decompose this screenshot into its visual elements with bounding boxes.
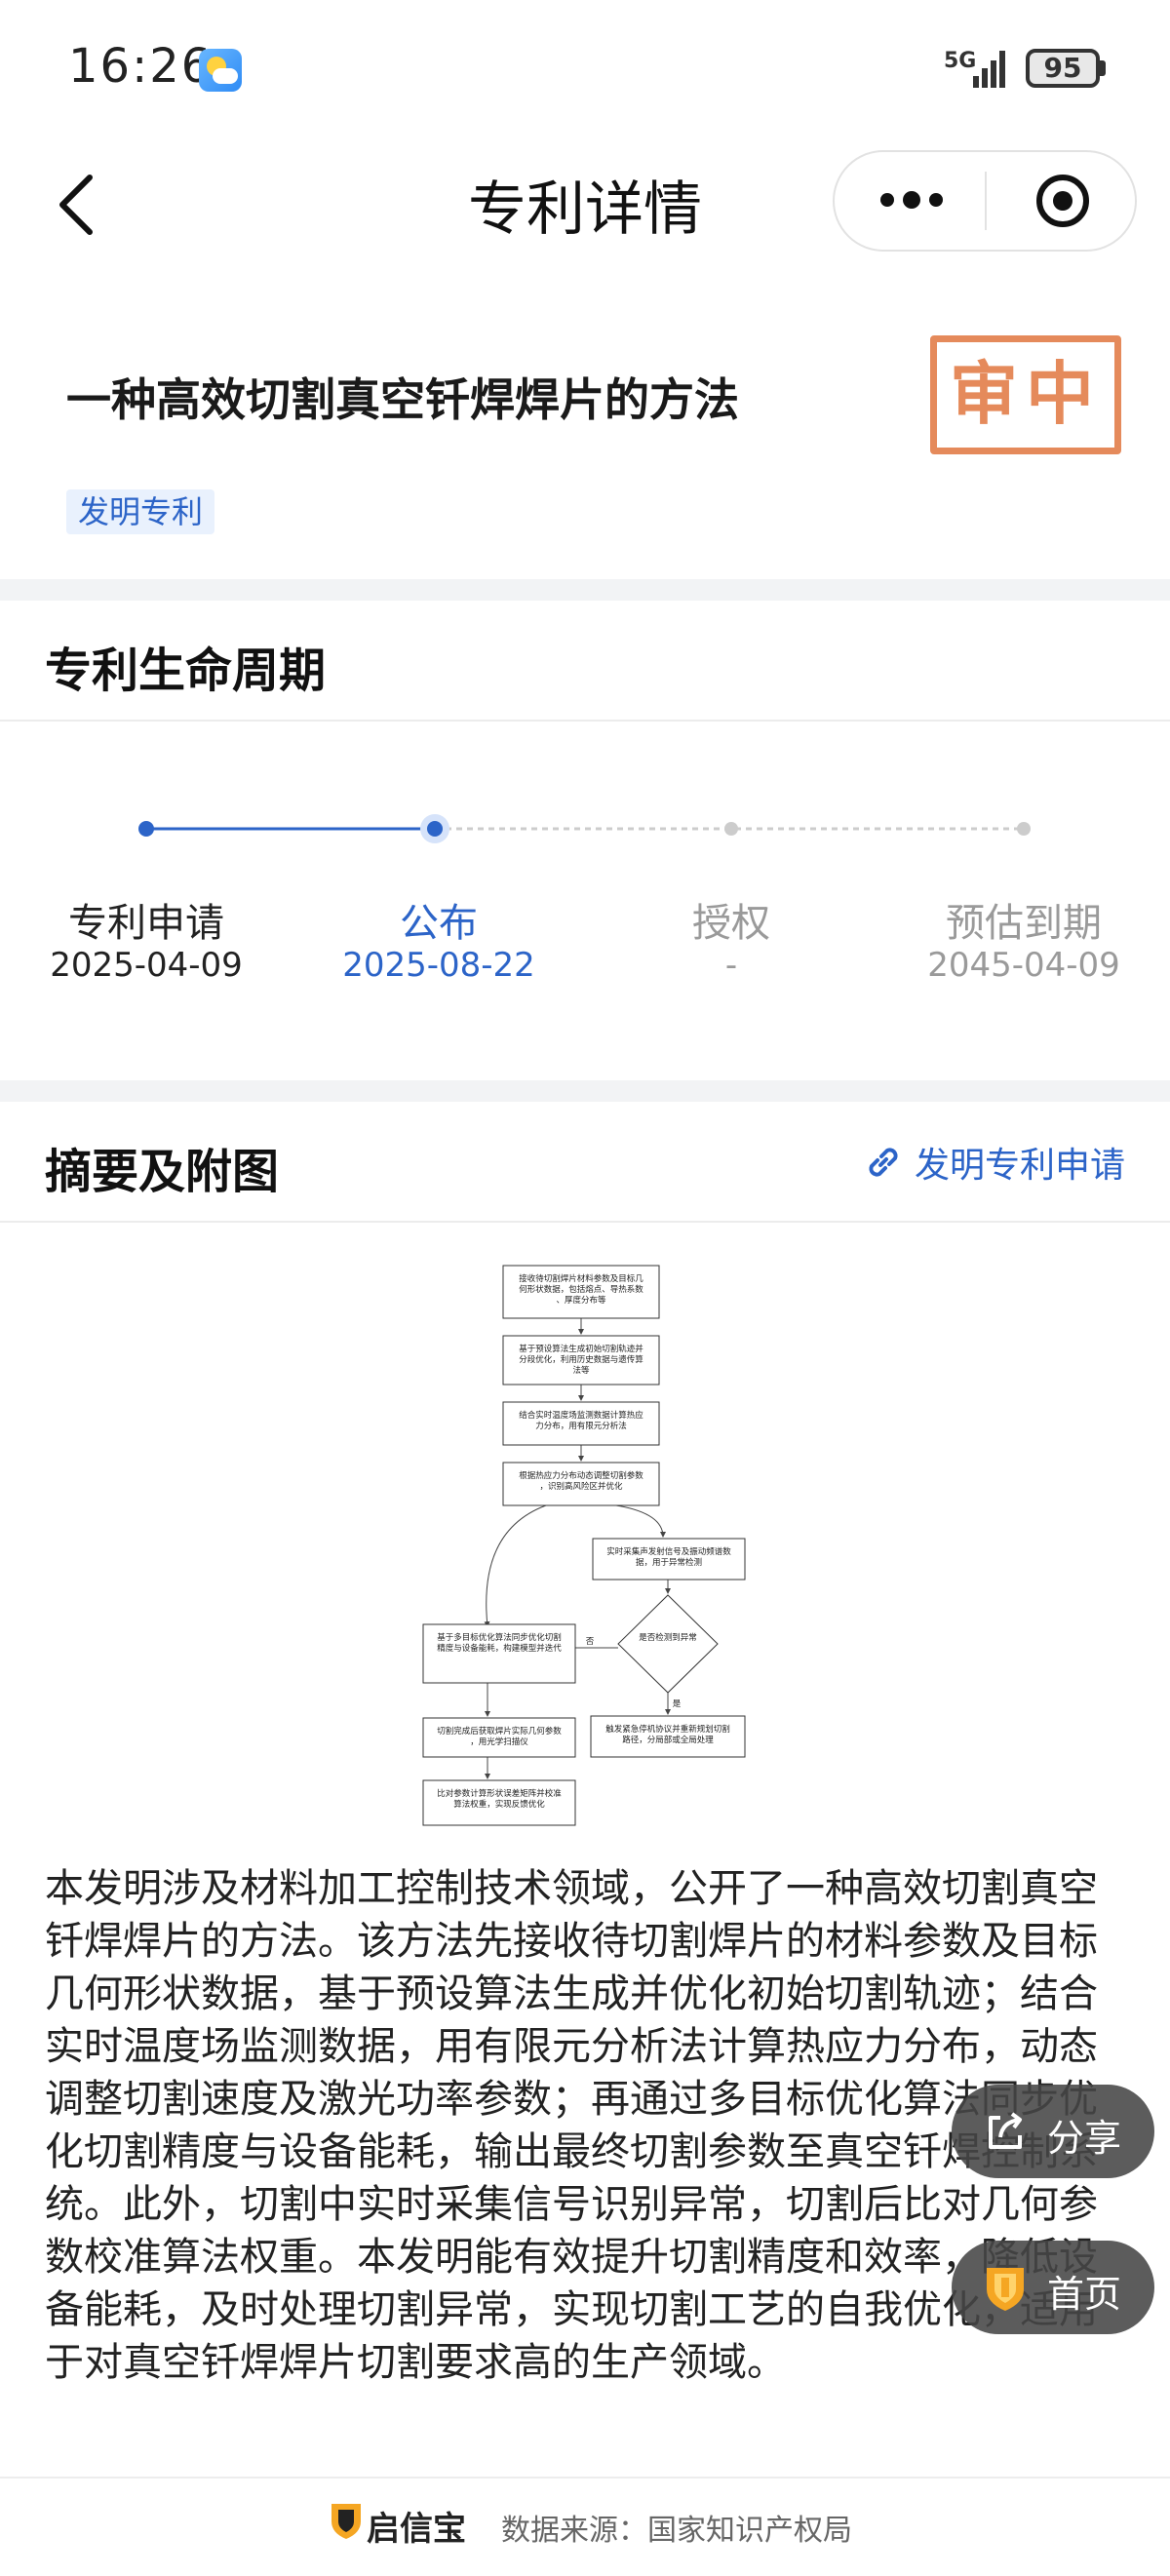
stage-label-expiry: 预估到期 [946,901,1102,946]
flowchart-step-text: 实时采集声发射信号及振动频谱数据，用于异常检测 [606,1546,731,1568]
flowchart-step [502,1462,660,1506]
flowchart-step-text: 接收待切割焊片材料参数及目标几何形状数据，包括熔点、导热系数、厚度分布等 [519,1273,644,1306]
flowchart-branch-yes: 是 [673,1699,682,1709]
flowchart-text-line: 据，用于异常检测 [636,1557,702,1568]
flowchart-text-line: 法等 [572,1365,590,1376]
flowchart-decision [617,1594,719,1694]
flowchart-step [592,1538,746,1581]
share-button[interactable]: 分享 [952,2085,1154,2178]
abstract-text: 本发明涉及材料加工控制技术领域，公开了一种高效切割真空钎焊焊片的方法。该方法先接… [45,1866,1098,2385]
brand-logo-icon [332,2504,361,2539]
signal-icon [971,49,1010,88]
share-icon [989,2112,1022,2149]
target-icon [1036,175,1089,227]
abstract-title: 摘要及附图 [45,1145,280,1199]
lifecycle-track [138,814,1031,843]
stage-label-publish: 公布 [400,901,478,946]
flowchart-step [502,1401,660,1446]
flowchart-text-line: 精度与设备能耗，构建模型并迭代 [437,1643,562,1654]
battery-tip [1100,60,1106,76]
flowchart-text-line: 算法权重，实现反馈优化 [453,1799,545,1810]
flowchart-text-line: ，用光学扫描仪 [470,1737,528,1747]
flowchart-step-text: 比对参数计算形状误差矩阵并校准算法权重，实现反馈优化 [437,1788,562,1810]
flowchart-text-line: ，识别高风险区并优化 [539,1481,623,1492]
stage-date-publish: 2025-08-22 [342,946,535,985]
flowchart-step [422,1717,576,1758]
link-icon [869,1148,898,1177]
lifecycle-title: 专利生命周期 [45,644,327,698]
more-button[interactable] [878,185,946,215]
more-dots-icon [880,191,943,209]
flowchart-decision-text: 是否检测到异常 [639,1632,697,1643]
flowchart-connectors [484,1318,671,1779]
flowchart-step-text: 切割完成后获取焊片实际几何参数，用光学扫描仪 [437,1726,562,1747]
patent-type-tag: 发明专利 [66,489,215,534]
nav-title: 专利详情 [468,176,702,244]
flowchart-text-line: 力分布，用有限元分析法 [535,1421,627,1431]
section-gap [0,579,1170,601]
close-miniprogram-button[interactable] [1035,174,1090,228]
lifecycle-dot-0 [138,821,154,837]
lifecycle-dot-3 [1017,822,1031,836]
share-label: 分享 [1047,2117,1122,2160]
flowchart-step [422,1779,576,1826]
home-button[interactable]: 首页 [952,2241,1154,2334]
home-label: 首页 [1047,2273,1122,2316]
status-stamp: 审中 [930,335,1121,454]
capsule-separator [985,172,987,230]
flowchart-text-line: 路径，分局部或全局处理 [622,1735,714,1745]
lifecycle-dot-2 [724,822,738,836]
flowchart-step-text: 触发紧急停机协议并重新规划切割路径，分局部或全局处理 [605,1724,730,1745]
stage-date-apply: 2025-04-09 [50,946,243,985]
footer [0,2477,1170,2576]
flowchart-step [502,1265,660,1319]
status-time: 16:26 [68,39,214,94]
stage-date-expiry: 2045-04-09 [927,946,1120,985]
shield-icon [987,2268,1024,2311]
flowchart-step-text: 根据热应力分布动态调整切割参数，识别高风险区并优化 [519,1470,644,1492]
stage-label-grant: 授权 [692,901,770,946]
section-gap [0,1080,1170,1102]
stage-label-apply: 专利申请 [68,901,224,946]
flowchart-step-text: 基于多目标优化算法同步优化切割精度与设备能耗，构建模型并迭代 [437,1632,562,1654]
link-label: 发明专利申请 [915,1146,1126,1186]
abstract-flowchart: 接收待切割焊片材料参数及目标几何形状数据，包括熔点、导热系数、厚度分布等 基于预… [422,1265,746,1826]
divider [0,1221,1170,1223]
weather-icon [199,49,242,92]
footer-brand: 启信宝 [367,2510,466,2549]
battery-icon: 95 [1026,49,1100,88]
lifecycle-dot-1 [427,821,443,837]
flowchart-step-text: 基于预设算法生成初始切割轨迹并分段优化，利用历史数据与遗传算法等 [519,1344,644,1376]
back-button[interactable] [49,166,107,244]
flowchart-text-line: 分段优化，利用历史数据与遗传算 [519,1354,644,1365]
back-icon [59,175,93,235]
footer-source: 数据来源：国家知识产权局 [501,2514,852,2548]
network-type: 5G [944,49,977,73]
flowchart-step [422,1623,576,1684]
flowchart-branch-no: 否 [586,1637,595,1647]
flowchart-step-text: 结合实时温度场监测数据计算热应力分布，用有限元分析法 [519,1410,644,1431]
patent-title: 一种高效切割真空钎焊焊片的方法 [66,373,739,426]
divider [0,720,1170,722]
flowchart-text-line: 、厚度分布等 [556,1295,606,1306]
stage-date-grant: - [724,946,738,985]
flowchart-step [502,1335,660,1386]
flowchart-text-line: 何形状数据，包括熔点、导热系数 [519,1284,644,1295]
flowchart-step [590,1715,746,1758]
